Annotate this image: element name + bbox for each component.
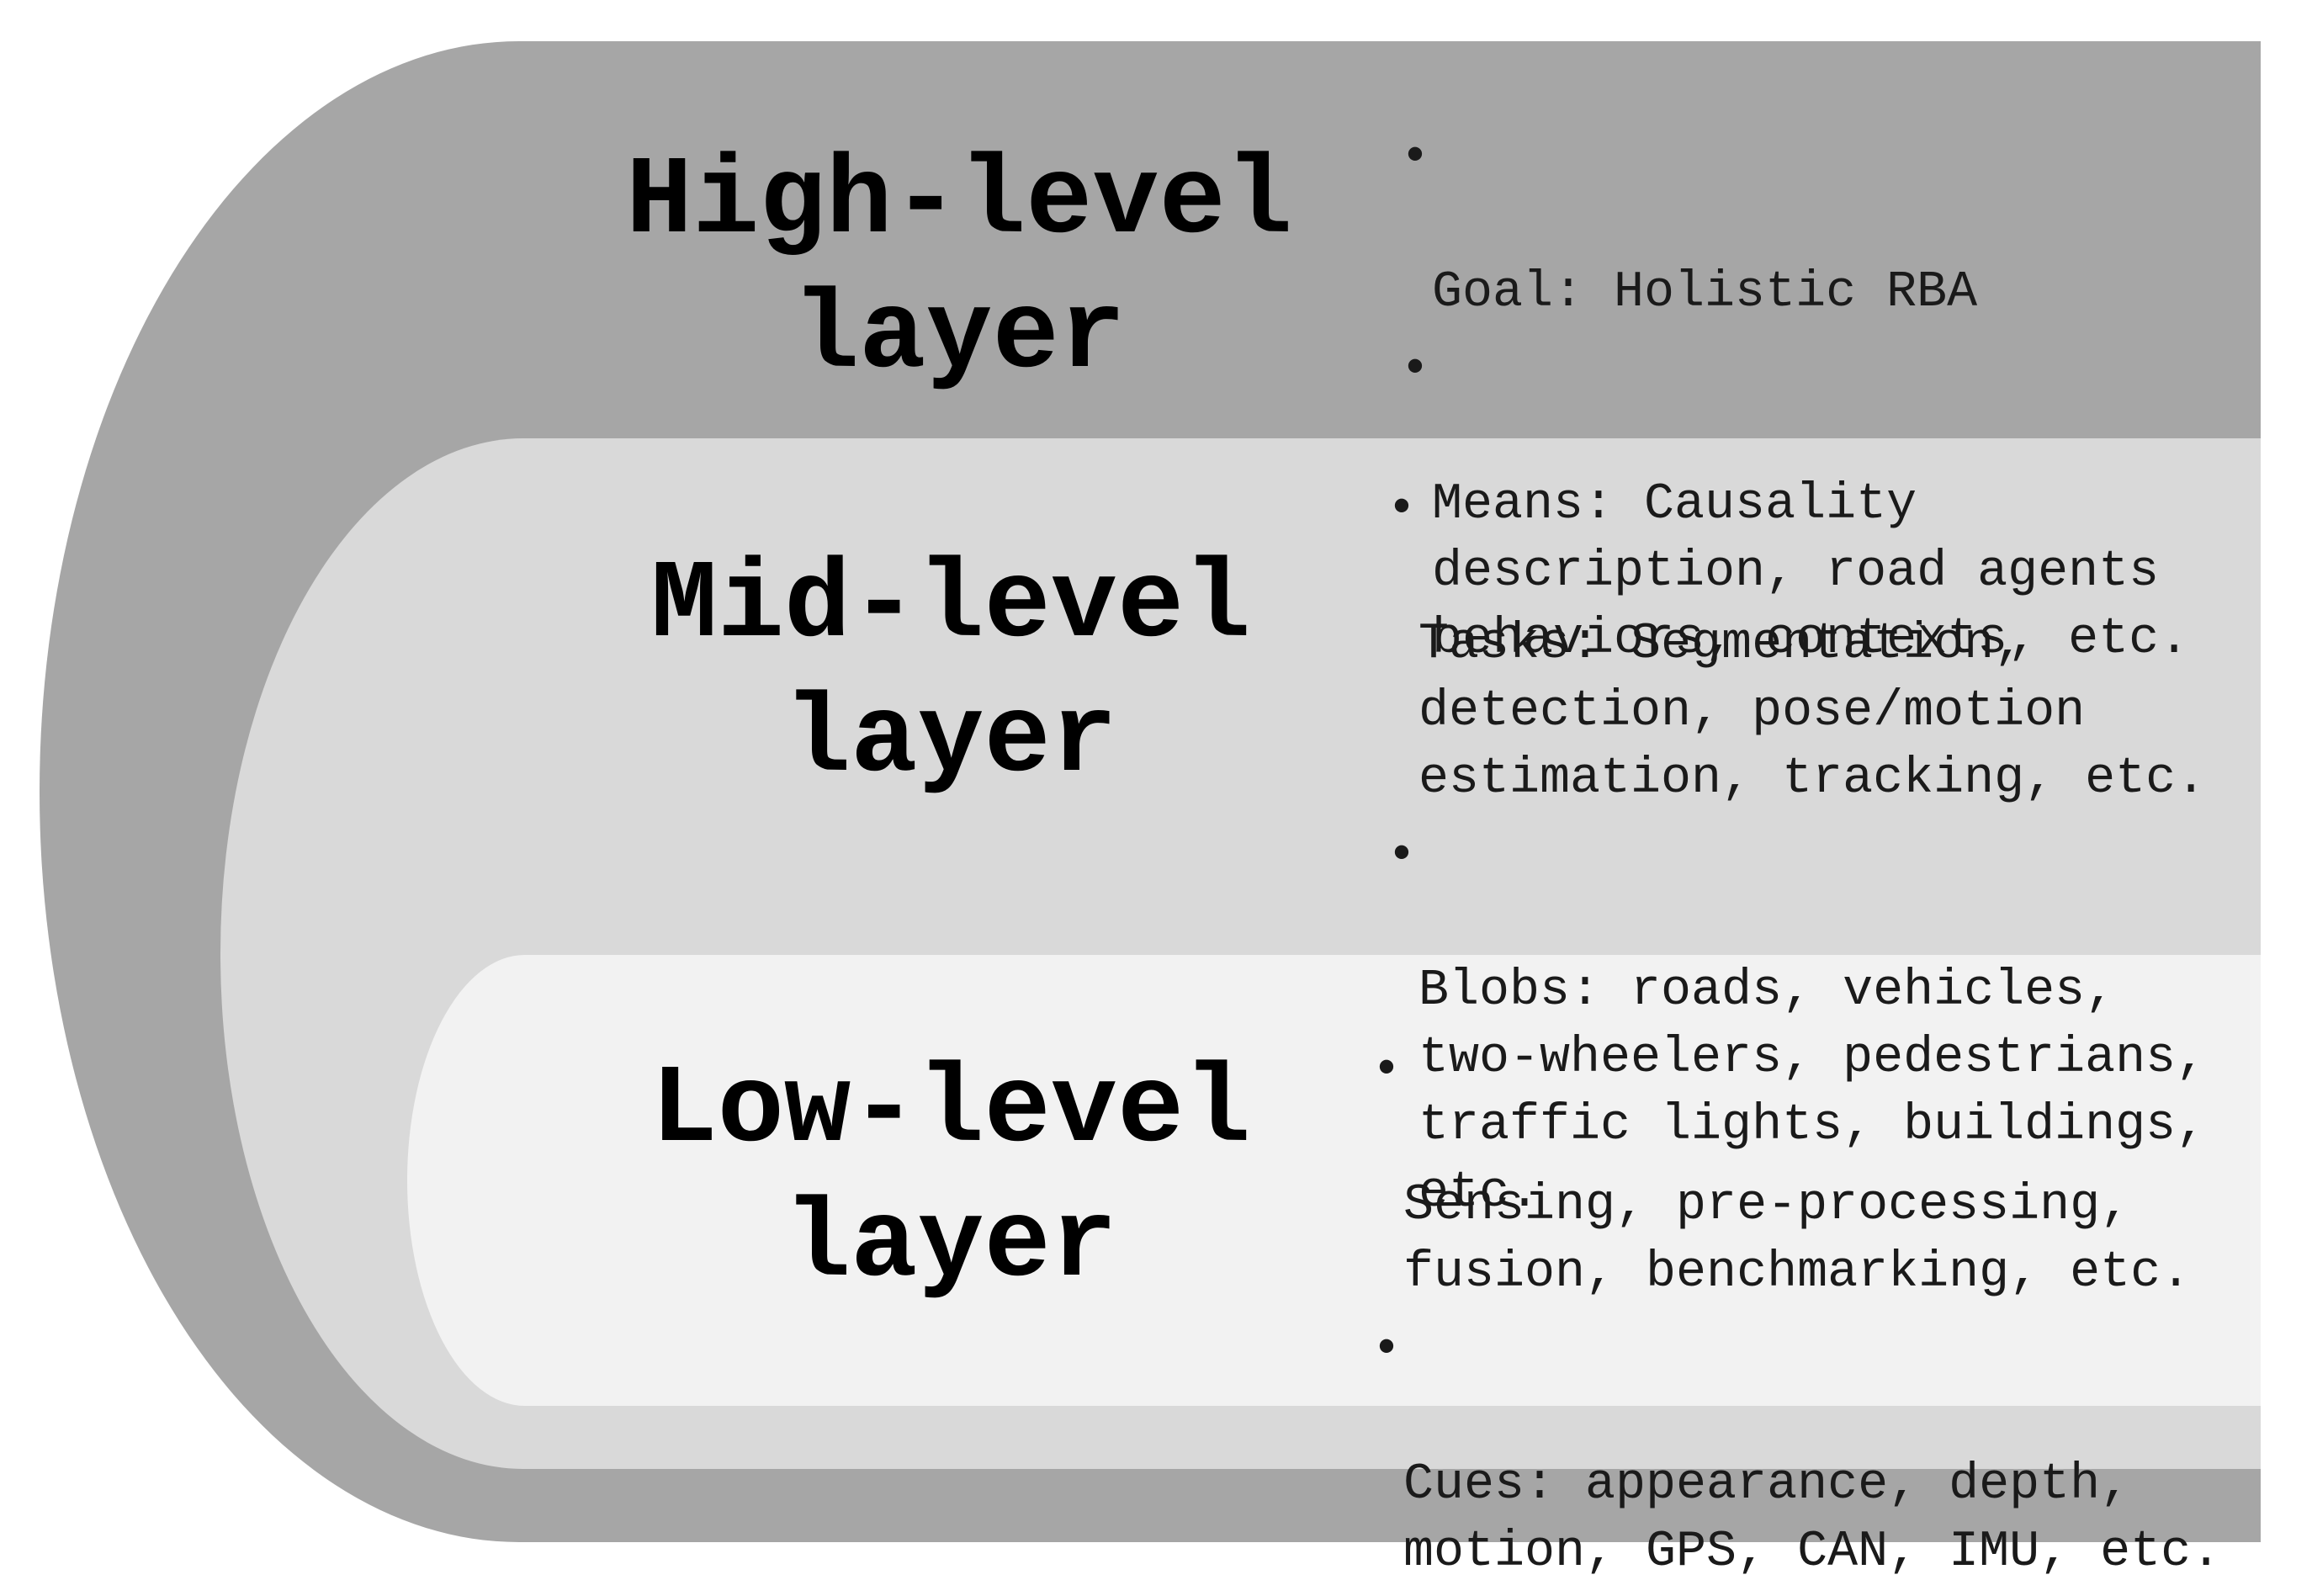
low-level-bullet-cues: • Cues: appearance, depth, motion, GPS, … xyxy=(1371,1317,2263,1586)
mid-level-title-line2: layer xyxy=(783,677,1118,803)
bullet-dot: • xyxy=(1387,828,1418,885)
low-level-bullet-sensing: • Sensing, pre-processing, fusion, bench… xyxy=(1371,1037,2263,1307)
bullet-text: Blobs: roads, vehicles, two-wheelers, pe… xyxy=(1418,962,2207,1222)
high-level-bullet-means: • Means: Causality description, road age… xyxy=(1400,337,2275,673)
bullet-dot: • xyxy=(1387,481,1418,538)
bullet-dot: • xyxy=(1400,130,1431,187)
high-level-title-line1: High-level xyxy=(625,139,1293,265)
mid-level-title-line1: Mid-level xyxy=(650,543,1251,669)
mid-level-bullet-list: • Tasks: Segmentation, detection, pose/m… xyxy=(1387,476,2278,1237)
high-level-bullet-list: • Goal: Holistic RBA • Means: Causality … xyxy=(1400,125,2275,683)
bullet-dot: • xyxy=(1371,1322,1403,1379)
bullet-text: Sensing, pre-processing, fusion, benchma… xyxy=(1403,1177,2192,1302)
low-level-layer-shape xyxy=(407,955,2261,1406)
high-level-title-line2: layer xyxy=(792,273,1127,400)
high-level-layer-title: High-level layer xyxy=(581,135,1338,404)
mid-level-layer-title: Mid-level layer xyxy=(572,538,1329,808)
low-level-layer-title: Low-level layer xyxy=(572,1043,1329,1312)
mid-level-bullet-tasks: • Tasks: Segmentation, detection, pose/m… xyxy=(1387,476,2278,813)
bullet-dot: • xyxy=(1400,342,1431,399)
low-level-title-line2: layer xyxy=(783,1182,1118,1308)
bullet-dot: • xyxy=(1371,1042,1403,1100)
bullet-text: Tasks: Segmentation, detection, pose/mot… xyxy=(1418,616,2207,808)
low-level-title-line1: Low-level xyxy=(650,1047,1251,1174)
bullet-text: Cues: appearance, depth, motion, GPS, CA… xyxy=(1403,1456,2222,1581)
bullet-text: Goal: Holistic RBA xyxy=(1432,264,1978,321)
mid-level-bullet-blobs: • Blobs: roads, vehicles, two-wheelers, … xyxy=(1387,823,2278,1227)
bullet-text: Means: Causality description, road agent… xyxy=(1432,476,2190,668)
low-level-bullet-list: • Sensing, pre-processing, fusion, bench… xyxy=(1371,1037,2263,1596)
high-level-bullet-goal: • Goal: Holistic RBA xyxy=(1400,125,2275,326)
